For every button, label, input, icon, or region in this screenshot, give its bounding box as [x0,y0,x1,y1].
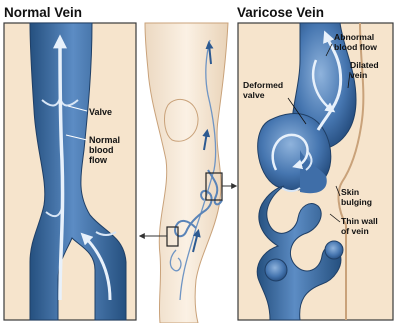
vein-bulge-left [265,259,287,281]
leg-illustration [140,23,236,323]
varicose-vein-title: Varicose Vein [237,5,324,20]
abnormal-flow-label-2: blood flow [334,42,377,52]
abnormal-flow-label-1: Abnormal [334,32,374,42]
normal-flow-label-1: Normal [89,135,120,145]
deformed-valve-label-1: Deformed [243,80,283,90]
normal-vein-title: Normal Vein [4,5,82,20]
normal-flow-label-2: blood [89,145,114,155]
thin-wall-label-2: of vein [341,226,369,236]
skin-bulging-label-2: bulging [341,197,372,207]
vein-bulge-right [325,241,343,259]
valve-label: Valve [89,107,112,117]
normal-flow-label-3: flow [89,155,108,165]
dilated-vein-label-1: Dilated [350,60,379,70]
varicose-vein-panel: Abnormal blood flow Dilated vein Deforme… [238,23,393,320]
deformed-valve-label-2: valve [243,90,265,100]
thin-wall-label-1: Thin wall [341,216,378,226]
skin-bulging-label-1: Skin [341,187,359,197]
dilated-vein-label-2: vein [350,70,367,80]
normal-vein-panel: Valve Normal blood flow [4,23,136,320]
